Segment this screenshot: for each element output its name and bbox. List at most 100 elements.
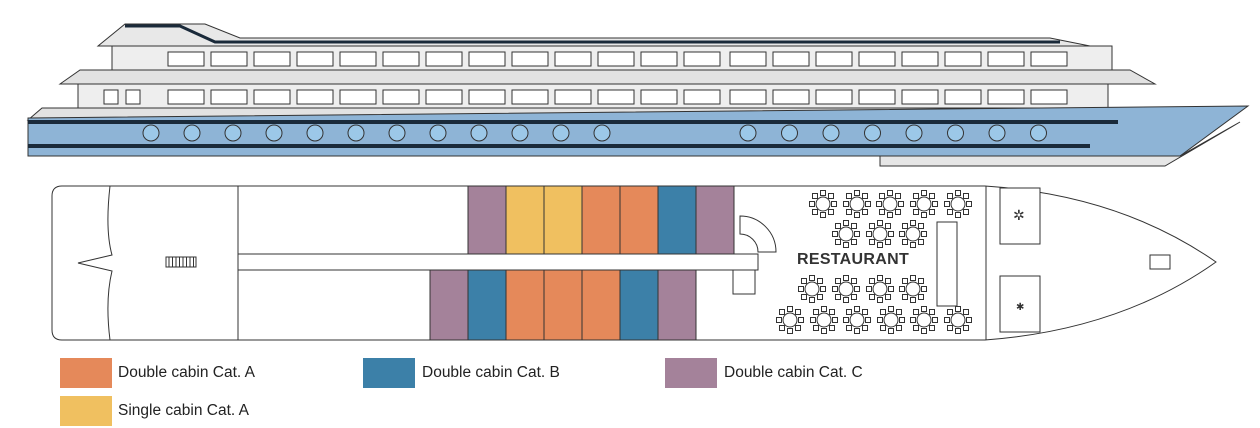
window	[167, 89, 205, 105]
window	[987, 89, 1025, 105]
restaurant-label: RESTAURANT	[797, 251, 910, 268]
porthole	[739, 124, 757, 142]
dining-table	[832, 220, 860, 248]
dining-table	[944, 306, 972, 334]
cabin-single-a	[543, 185, 583, 255]
window	[103, 89, 119, 105]
dining-table	[910, 306, 938, 334]
window	[1030, 51, 1068, 67]
legend-label: Single cabin Cat. A	[118, 402, 249, 419]
bow-stairs	[1149, 254, 1171, 270]
window	[253, 89, 291, 105]
middle-deck-windows	[103, 89, 1068, 105]
window	[729, 51, 767, 67]
cabin-double-c	[657, 269, 697, 341]
porthole	[822, 124, 840, 142]
dining-table	[843, 190, 871, 218]
cabin-double-b	[657, 185, 697, 255]
window	[944, 51, 982, 67]
porthole	[306, 124, 324, 142]
upper-deck-roof	[58, 69, 1157, 85]
porthole	[388, 124, 406, 142]
deck-plan: ✲ ✱	[51, 185, 1217, 341]
dining-table	[809, 190, 837, 218]
porthole	[1030, 124, 1047, 142]
window	[987, 51, 1025, 67]
porthole	[988, 124, 1006, 142]
aft-lounge	[77, 185, 113, 341]
window	[511, 89, 549, 105]
bow-keel	[879, 121, 1241, 167]
porthole	[224, 124, 242, 142]
window	[296, 51, 334, 67]
window	[597, 51, 635, 67]
porthole	[347, 124, 365, 142]
porthole	[552, 124, 570, 142]
porthole	[864, 124, 881, 142]
galley-upper	[999, 187, 1041, 245]
legend-label: Double cabin Cat. B	[422, 364, 560, 381]
dining-table	[810, 306, 838, 334]
window	[167, 51, 205, 67]
cabins-lower-row	[429, 269, 697, 341]
window	[125, 89, 141, 105]
legend-swatch-double-a	[60, 358, 112, 388]
legend-item-double-a: Double cabin Cat. A	[118, 358, 255, 388]
window	[640, 51, 678, 67]
upper-deck-windows	[167, 51, 1068, 67]
window	[901, 89, 939, 105]
window	[511, 51, 549, 67]
cabin-double-b	[619, 269, 659, 341]
window	[468, 89, 506, 105]
dining-table	[877, 306, 905, 334]
corridor	[237, 253, 759, 271]
window	[683, 89, 721, 105]
porthole	[511, 124, 529, 142]
cabin-double-b	[467, 269, 507, 341]
asterisk-icon: ✱	[1016, 302, 1024, 313]
window	[858, 89, 896, 105]
cabin-double-a	[581, 269, 621, 341]
window	[339, 51, 377, 67]
window	[210, 51, 248, 67]
cabin-double-c	[695, 185, 735, 255]
legend-label: Double cabin Cat. A	[118, 364, 256, 381]
porthole	[905, 124, 923, 142]
window	[210, 89, 248, 105]
dining-table	[843, 306, 871, 334]
legend-item-single-a: Single cabin Cat. A	[118, 396, 249, 426]
porthole	[265, 124, 283, 142]
dining-table	[899, 220, 927, 248]
window	[554, 89, 592, 105]
window	[944, 89, 982, 105]
hull-portholes	[142, 124, 1047, 142]
cabin-double-c	[429, 269, 469, 341]
legend-item-double-b: Double cabin Cat. B	[422, 358, 560, 388]
dining-table	[899, 275, 927, 303]
cabin-double-a	[619, 185, 659, 255]
window	[554, 51, 592, 67]
legend-swatch-single-a	[60, 396, 112, 426]
ship-profile	[26, 23, 1250, 167]
cabin-double-a	[581, 185, 621, 255]
legend-label: Double cabin Cat. C	[724, 364, 863, 381]
dining-table	[866, 275, 894, 303]
window	[815, 51, 853, 67]
dining-table	[798, 275, 826, 303]
window	[468, 51, 506, 67]
window	[597, 89, 635, 105]
sun-deck-stripe	[125, 24, 1060, 44]
dining-table	[776, 306, 804, 334]
dining-table	[944, 190, 972, 218]
dining-table	[910, 190, 938, 218]
dining-table	[876, 190, 904, 218]
aft-stairs	[165, 256, 197, 268]
cabins-upper-row	[467, 185, 735, 255]
window	[296, 89, 334, 105]
porthole	[142, 124, 160, 142]
porthole	[183, 124, 201, 142]
service-box	[732, 269, 756, 295]
dining-table	[866, 220, 894, 248]
legend-item-double-c: Double cabin Cat. C	[724, 358, 863, 388]
